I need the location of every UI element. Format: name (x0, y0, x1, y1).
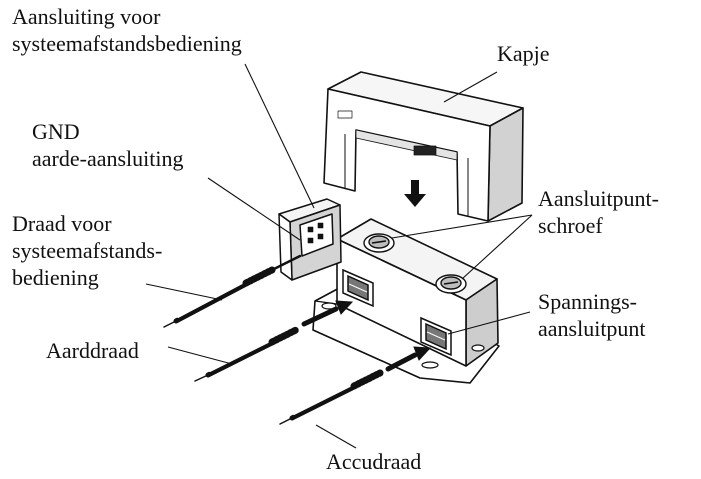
label-gnd: GND aarde-aansluiting (32, 119, 184, 171)
power-socket (420, 316, 452, 357)
leader-remote-connector (244, 63, 315, 209)
label-power-terminal: Spannings- aansluitpunt (538, 289, 646, 341)
leader-cover (443, 71, 498, 103)
leader-power-terminal (447, 311, 531, 335)
label-cover: Kapje (497, 41, 550, 66)
leader-lines (145, 63, 533, 449)
label-ground-wire: Aarddraad (46, 338, 139, 363)
label-battery-wire: Accudraad (326, 449, 422, 474)
label-remote-connector: Aansluiting voor systeemafstandsbedienin… (12, 4, 242, 56)
leader-battery-wire (315, 424, 357, 449)
leader-ground-wire (167, 346, 233, 365)
leader-remote-wire (145, 283, 223, 301)
label-remote-wire: Draad voor systeemafstands- bediening (12, 211, 163, 290)
remote-connector-part (278, 198, 342, 281)
label-terminal-screw: Aansluitpunt- schroef (538, 186, 659, 238)
ground-wire (194, 300, 354, 382)
leader-screw-left (391, 214, 533, 239)
terminal-screw-right (435, 274, 467, 294)
leader-gnd (207, 177, 301, 241)
down-arrow-icon (404, 180, 426, 207)
cover-part (323, 71, 524, 222)
battery-wire (279, 346, 432, 425)
remote-wire (163, 254, 302, 328)
leader-screw-right (461, 214, 533, 280)
terminal-screw-left (363, 233, 395, 253)
ground-socket (342, 268, 374, 308)
